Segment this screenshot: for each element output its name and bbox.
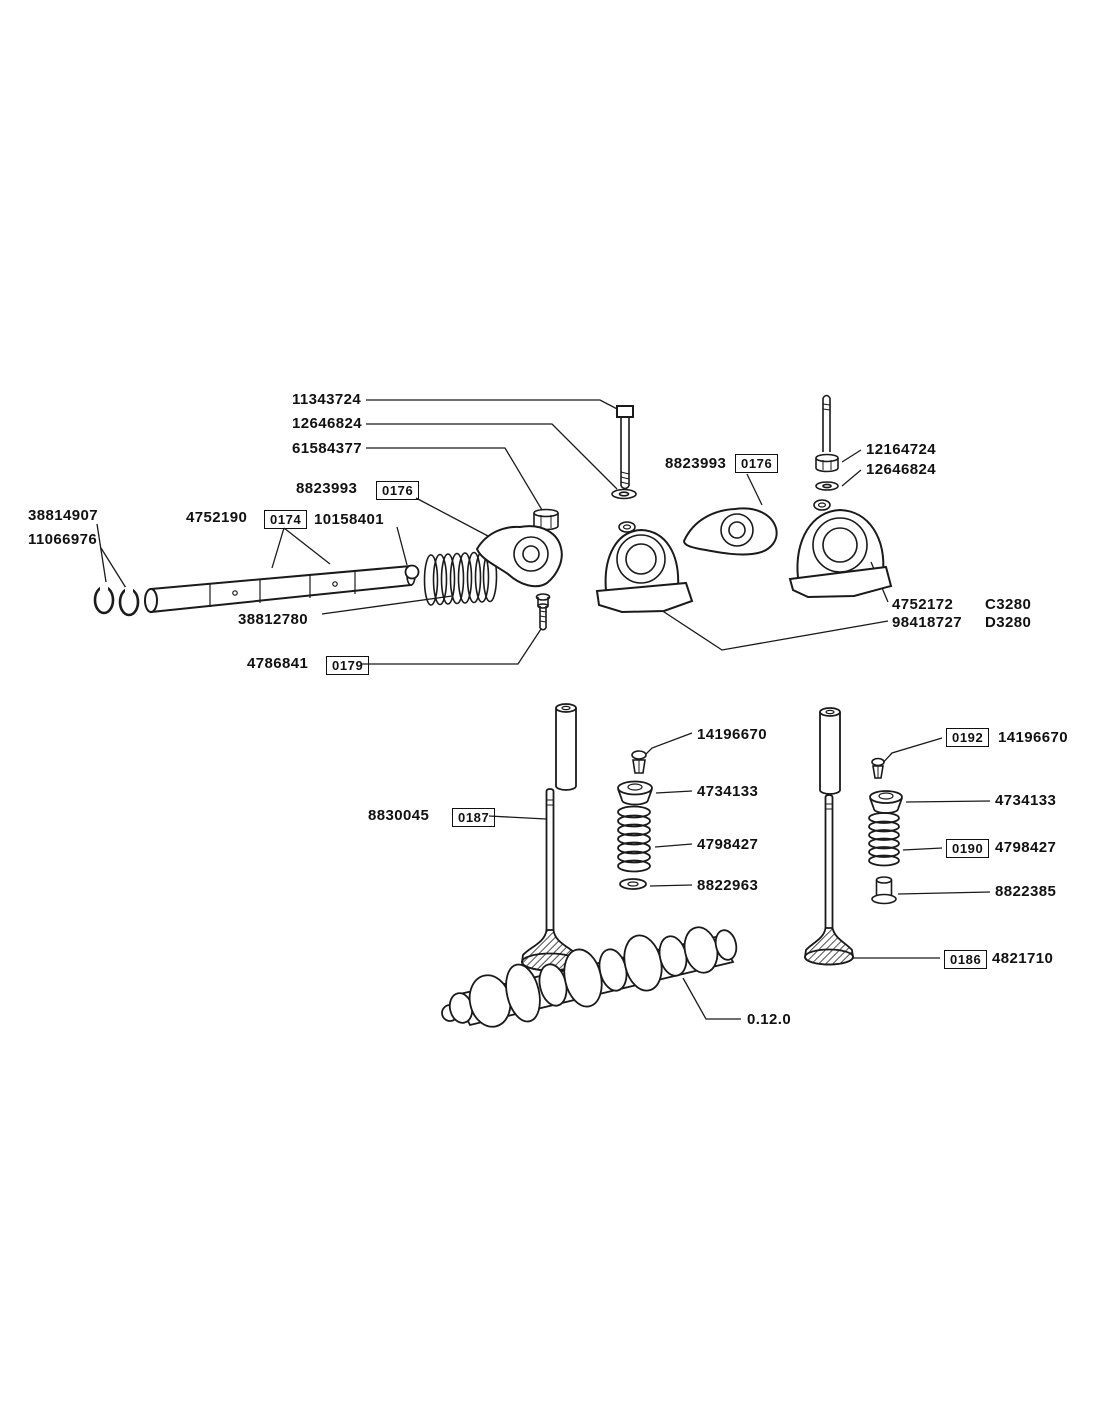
valve-stem-seal-drawing <box>871 876 897 905</box>
rocker-arm-drawing-left <box>475 525 563 588</box>
part-label-4798427-left: 4798427 <box>697 836 759 853</box>
valve-guide-drawing-left <box>555 703 577 791</box>
part-label-98418727: 98418727 <box>892 614 962 631</box>
part-label-12164724: 12164724 <box>866 441 936 458</box>
part-label-4798427-right: 4798427 <box>995 839 1057 856</box>
spring-retainer-drawing-left <box>617 780 653 806</box>
part-label-38814907: 38814907 <box>28 507 98 524</box>
part-label-4752172: 4752172 <box>892 596 954 613</box>
adjusting-screw-drawing <box>535 593 551 631</box>
part-label-11066976: 11066976 <box>28 531 98 548</box>
spring-retainer-drawing-right <box>869 790 903 814</box>
valve-guide-drawing-right <box>819 707 841 795</box>
part-label-8823993-left: 8823993 <box>296 480 358 497</box>
part-label-14196670-left: 14196670 <box>697 726 767 743</box>
pedestal-drawing-center <box>595 521 694 614</box>
ref-code-0176-left: 0176 <box>376 481 420 500</box>
part-label-8822385: 8822385 <box>995 883 1057 900</box>
leader-lines <box>96 399 991 1020</box>
ref-code-0174: 0174 <box>264 510 308 529</box>
part-label-12646824-right: 12646824 <box>866 461 936 478</box>
pedestal-drawing-right <box>788 499 893 599</box>
rocker-shaft-drawing <box>144 564 416 614</box>
part-label-4821710: 4821710 <box>992 950 1054 967</box>
nut-drawing-right <box>815 453 839 473</box>
ref-code-0179: 0179 <box>326 656 370 675</box>
spring-seat-washer-drawing <box>619 878 647 890</box>
part-label-8823993-right: 8823993 <box>665 455 727 472</box>
collets-drawing-right <box>871 757 885 779</box>
plug-ball-drawing <box>404 564 420 580</box>
washer-drawing-right <box>815 481 839 491</box>
snap-ring-drawings <box>93 585 140 617</box>
valve-spring-drawing-left <box>617 805 651 873</box>
ref-code-0187: 0187 <box>452 808 496 827</box>
part-label-8822963: 8822963 <box>697 877 759 894</box>
collets-drawing-left <box>631 750 647 774</box>
ref-code-0190: 0190 <box>946 839 990 858</box>
part-label-11343724: 11343724 <box>292 391 362 408</box>
variant-label-C3280: C3280 <box>985 596 1032 613</box>
valve-spring-drawing-right <box>868 812 900 867</box>
valve-drawing-left <box>521 788 579 972</box>
ref-code-0176-right: 0176 <box>735 454 779 473</box>
part-label-4734133-right: 4734133 <box>995 792 1057 809</box>
rocker-arm-drawing-middle <box>682 507 778 556</box>
part-label-8830045: 8830045 <box>368 807 430 824</box>
part-label-0-12-0: 0.12.0 <box>747 1011 792 1028</box>
camshaft-drawing <box>441 926 738 1028</box>
part-label-4752190: 4752190 <box>186 509 248 526</box>
part-label-4734133-left: 4734133 <box>697 783 759 800</box>
bolt-drawing <box>616 405 634 490</box>
part-label-61584377: 61584377 <box>292 440 362 457</box>
part-label-38812780: 38812780 <box>238 611 308 628</box>
ref-code-0186: 0186 <box>944 950 988 969</box>
part-label-12646824-top: 12646824 <box>292 415 362 432</box>
part-label-10158401: 10158401 <box>314 511 384 528</box>
part-label-14196670-right: 14196670 <box>998 729 1068 746</box>
part-label-4786841: 4786841 <box>247 655 309 672</box>
variant-label-D3280: D3280 <box>985 614 1032 631</box>
ref-code-0192: 0192 <box>946 728 990 747</box>
washer-drawing-top <box>611 488 637 500</box>
valve-drawing-right <box>804 794 854 966</box>
stud-drawing-right <box>822 394 831 452</box>
